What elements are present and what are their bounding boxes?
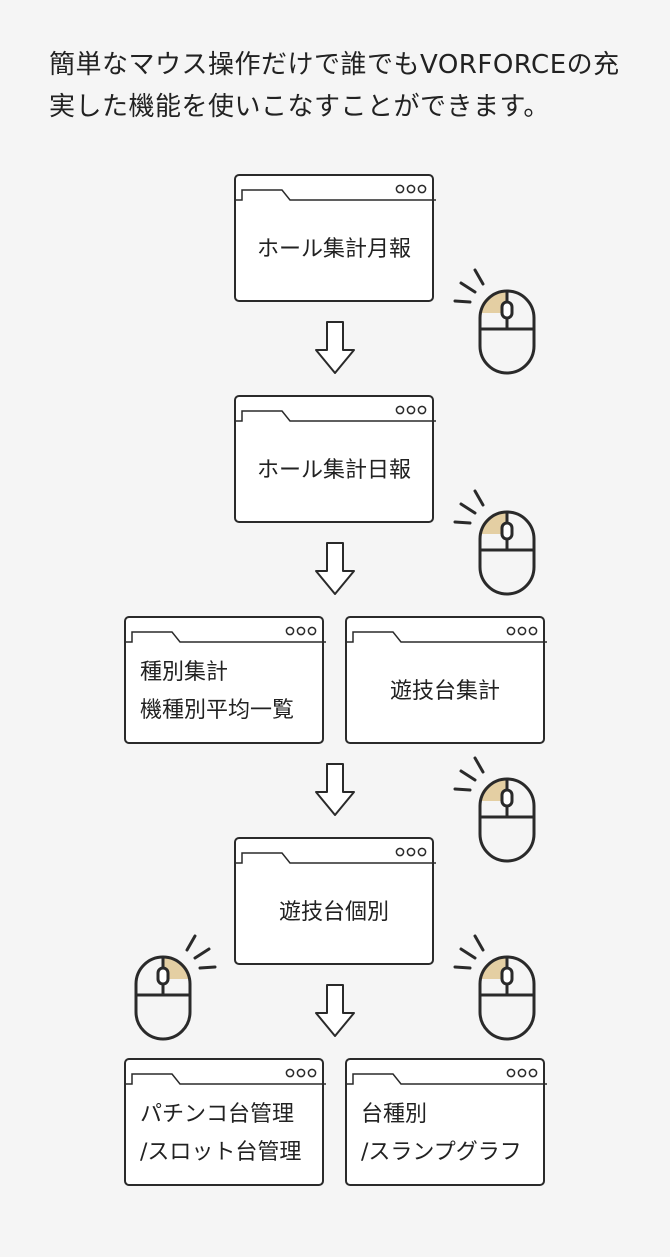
window-label-line-2: 機種別平均一覧 xyxy=(140,698,295,723)
window-label-line-2: /スランプグラフ xyxy=(361,1140,522,1165)
window-label-line-1: 種別集計 xyxy=(140,660,229,685)
down-arrow-icon xyxy=(315,763,355,816)
window-tab-header-icon xyxy=(347,1068,547,1085)
window-type-summary[interactable]: 種別集計 機種別平均一覧 xyxy=(124,616,326,744)
down-arrow-icon xyxy=(315,984,355,1037)
window-tab-header-icon xyxy=(347,626,547,643)
window-machine-individual[interactable]: 遊技台個別 xyxy=(234,837,436,965)
intro-line-2: 実した機能を使いこなすことができます。 xyxy=(49,92,550,122)
down-arrow-icon xyxy=(315,321,355,374)
window-label: 遊技台集計 xyxy=(389,679,500,704)
window-label: 遊技台個別 xyxy=(278,900,389,925)
window-label-line-1: パチンコ台管理 xyxy=(140,1102,295,1127)
window-label: ホール集計日報 xyxy=(256,458,411,483)
window-tab-header-icon xyxy=(126,1068,326,1085)
down-arrow-icon xyxy=(315,542,355,595)
window-hall-monthly-report[interactable]: ホール集計月報 xyxy=(234,174,436,302)
window-tab-header-icon xyxy=(236,184,436,201)
window-tab-header-icon xyxy=(236,405,436,422)
window-tab-header-icon xyxy=(126,626,326,643)
intro-text: 簡単なマウス操作だけで誰でもVORFORCEの充 実した機能を使いこなすことがで… xyxy=(49,44,639,128)
window-label: ホール集計月報 xyxy=(256,237,411,262)
window-label: 台種別 /スランプグラフ xyxy=(347,1084,543,1184)
window-tab-header-icon xyxy=(236,847,436,864)
window-type-slump-graph[interactable]: 台種別 /スランプグラフ xyxy=(345,1058,547,1186)
mouse-click-icon xyxy=(453,756,536,863)
window-hall-daily-report[interactable]: ホール集計日報 xyxy=(234,395,436,523)
window-label: パチンコ台管理 /スロット台管理 xyxy=(126,1084,322,1184)
mouse-click-icon xyxy=(453,489,536,596)
window-machine-summary[interactable]: 遊技台集計 xyxy=(345,616,547,744)
mouse-click-icon xyxy=(134,934,217,1041)
window-label: 種別集計 機種別平均一覧 xyxy=(126,642,322,742)
mouse-click-icon xyxy=(453,934,536,1041)
window-pachinko-slot-management[interactable]: パチンコ台管理 /スロット台管理 xyxy=(124,1058,326,1186)
mouse-click-icon xyxy=(453,268,536,375)
intro-line-1: 簡単なマウス操作だけで誰でもVORFORCEの充 xyxy=(49,50,620,80)
window-label-line-1: 台種別 xyxy=(361,1102,428,1127)
window-label-line-2: /スロット台管理 xyxy=(140,1140,302,1165)
